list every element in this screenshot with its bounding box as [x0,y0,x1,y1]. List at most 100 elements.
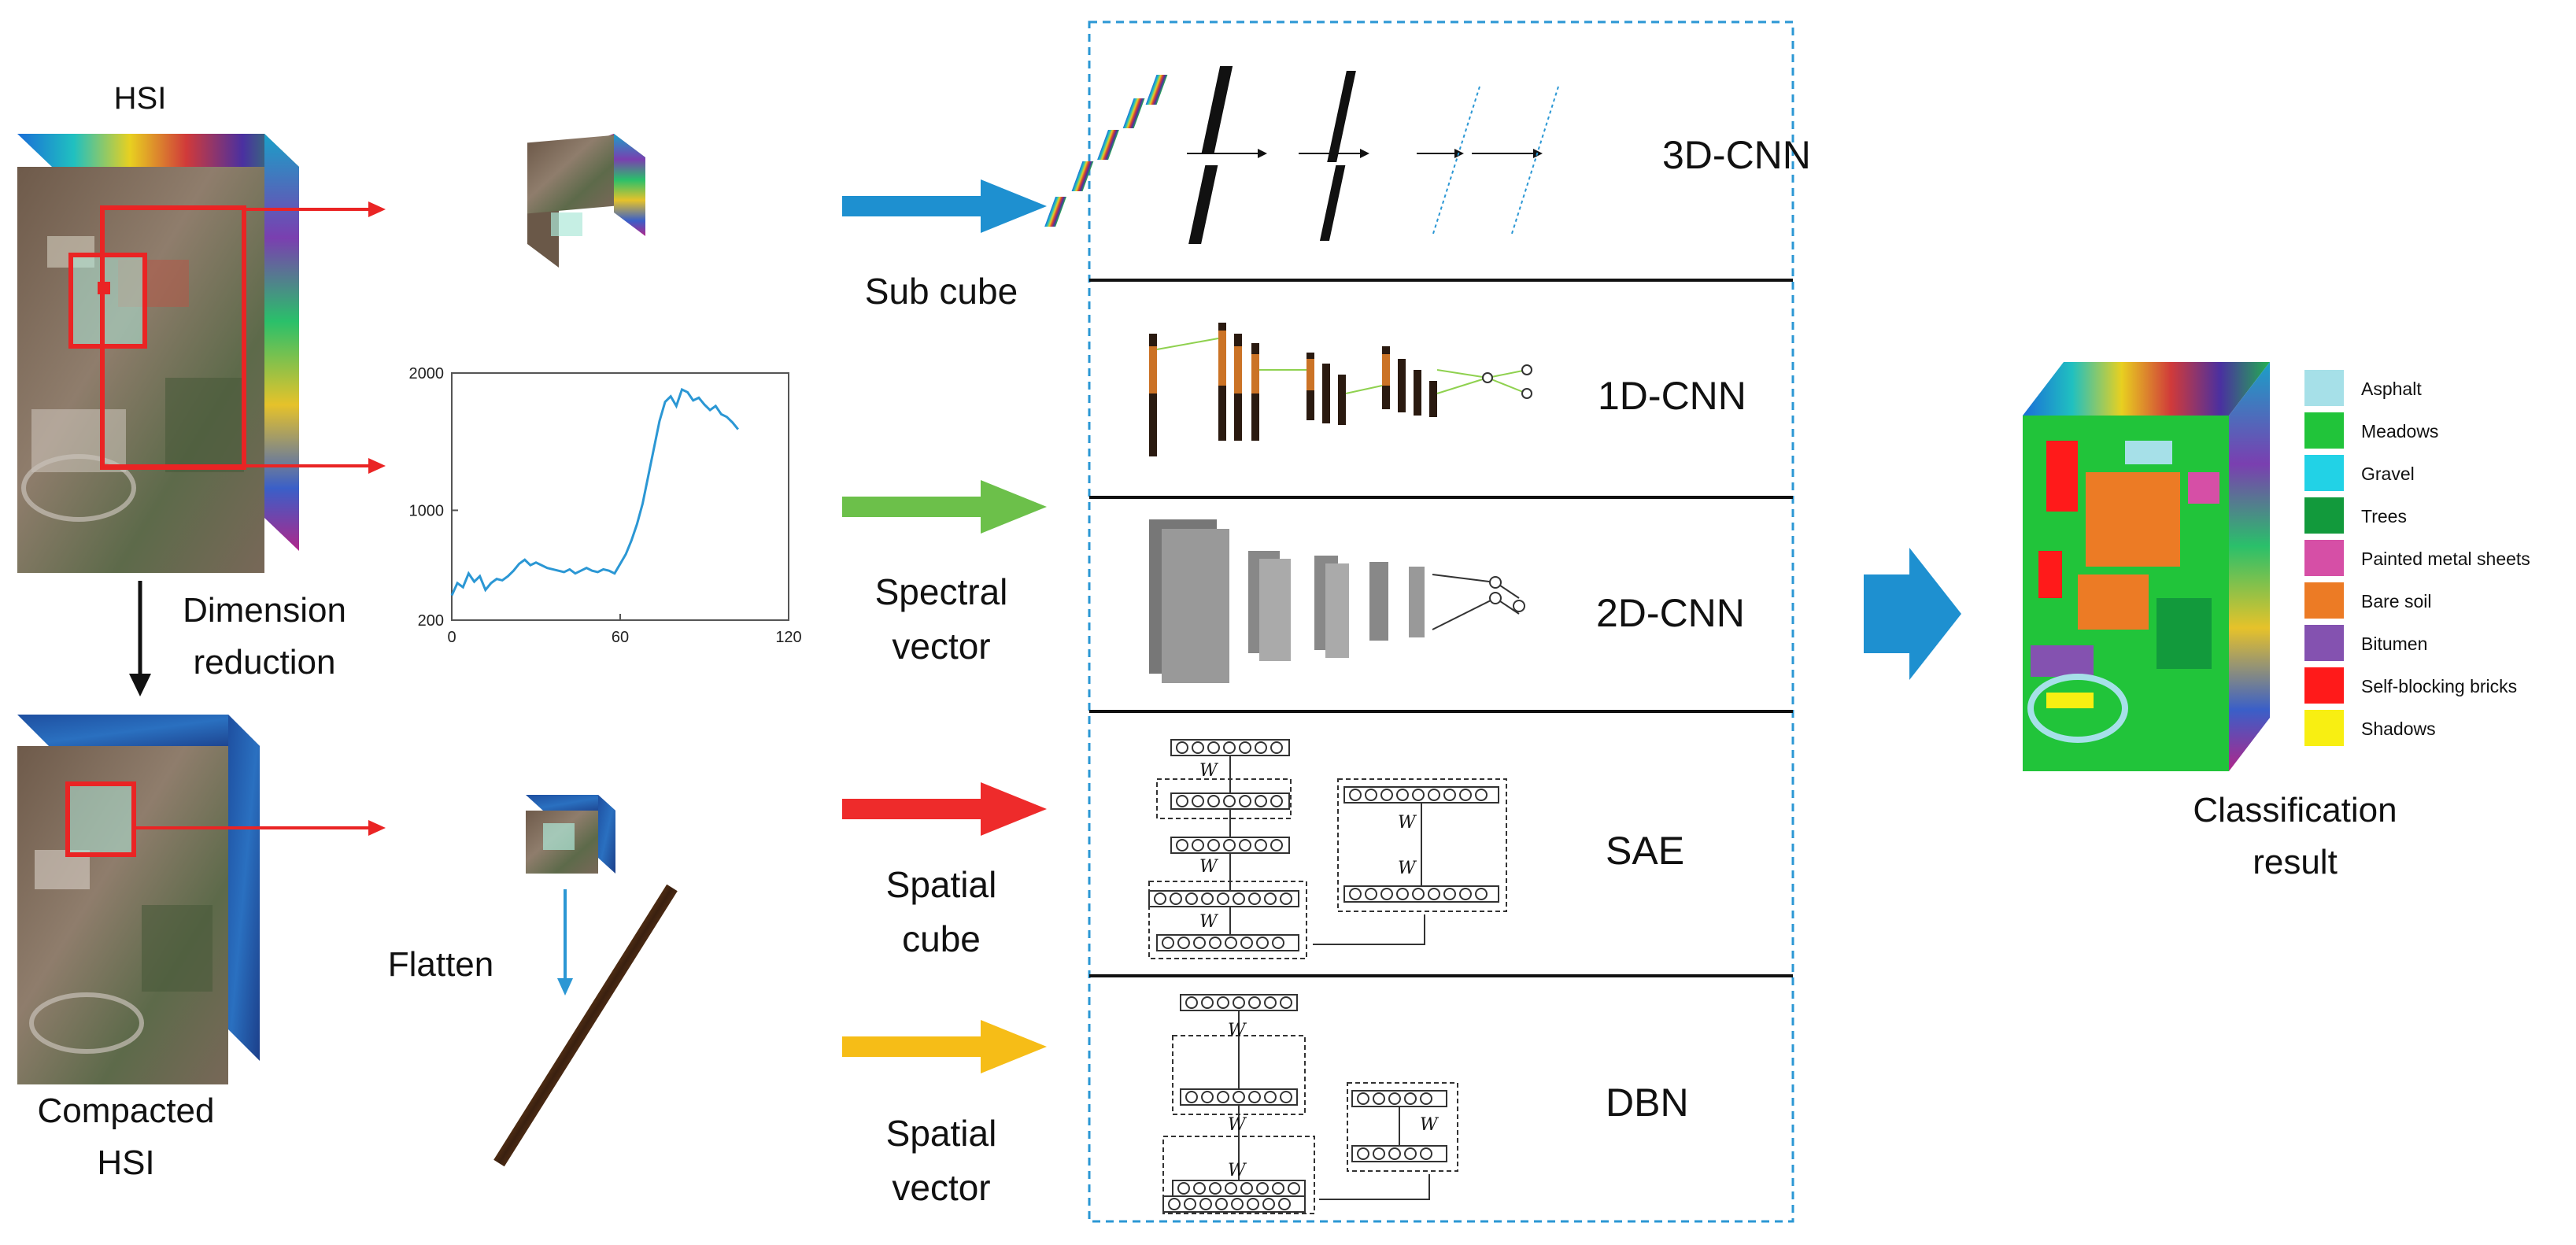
neuron-node [1475,888,1488,900]
neuron-node [1264,996,1277,1009]
2d-cnn-schematic [1149,519,1525,683]
neuron-node [1176,839,1188,852]
classification-result-cube [2023,362,2270,771]
neuron-node [1225,937,1237,949]
legend-label: Trees [2361,506,2407,526]
sae-weight-4: W [1398,813,1417,833]
legend-label: Bitumen [2361,634,2427,654]
flatten-label: Flatten [388,945,494,984]
dbn-weight-4: W [1420,1115,1440,1135]
hsi-cube-top [17,134,299,167]
input-arrow-shaft-2 [842,799,984,819]
neuron-node [1255,741,1267,754]
neuron-node [1215,1198,1228,1210]
legend-swatch-shadows [2304,710,2344,746]
dbn-schematic: W W W W [1162,994,1458,1214]
input-arrow-shaft-3 [842,1036,984,1057]
neuron-node [1185,996,1198,1009]
neuron-node [1239,741,1251,754]
neuron-node [1255,839,1267,852]
hsi-cube-side [264,134,299,551]
neuron-node [1184,1198,1196,1210]
neuron-node [1270,741,1283,754]
input-arrow-head-0 [981,179,1047,233]
neuron-node [1248,1091,1261,1103]
model-label-sae: SAE [1606,829,1684,873]
spatial-vector-stripe [493,884,678,1167]
input-arrow-head-3 [981,1020,1047,1073]
neuron-node [1209,937,1221,949]
neuron-node [1396,789,1409,801]
neuron-node [1272,1182,1284,1195]
neuron-node [1264,892,1277,905]
neuron-node [1349,789,1362,801]
dbn-weight-2: W [1228,1115,1247,1135]
neuron-node [1412,888,1425,900]
y-tick-label: 1000 [409,502,445,519]
neuron-node [1357,1147,1369,1160]
neuron-node [1365,789,1377,801]
sae-weight-5: W [1398,859,1417,878]
legend-swatch-bitumen [2304,625,2344,661]
neuron-node [1201,892,1214,905]
chart-frame [451,372,789,621]
model-label-2d-cnn: 2D-CNN [1596,591,1745,635]
model-dividers [1089,279,1793,977]
legend-label: Painted metal sheets [2361,549,2530,569]
neuron-node [1233,996,1245,1009]
x-tick-label: 60 [612,629,629,646]
neuron-node [1288,1182,1300,1195]
neuron-node [1280,892,1292,905]
neuron-node [1225,1182,1237,1195]
neuron-node [1443,789,1456,801]
legend-label: Meadows [2361,421,2438,441]
neuron-node [1223,795,1236,807]
sae-weight-3: W [1199,912,1219,932]
neuron-node [1192,741,1204,754]
neuron-node [1209,1182,1221,1195]
neuron-node [1154,892,1166,905]
legend-label: Shadows [2361,719,2436,739]
neuron-node [1233,1091,1245,1103]
neuron-node [1162,937,1174,949]
models-box [1088,20,1794,1223]
y-tick-label: 2000 [409,365,445,382]
neuron-node [1239,839,1251,852]
neuron-node [1233,892,1245,905]
neuron-node [1217,892,1229,905]
model-label-dbn: DBN [1606,1081,1689,1125]
classification-arrow [1864,548,1961,680]
hsi-label: HSI [114,81,167,116]
neuron-node [1217,996,1229,1009]
neuron-node [1388,1147,1401,1160]
neuron-node [1256,1182,1269,1195]
input-arrow-shaft-0 [842,196,984,216]
neuron-node [1280,996,1292,1009]
neuron-node [1373,1092,1385,1105]
legend-label: Bare soil [2361,591,2431,611]
neuron-node [1420,1092,1432,1105]
x-tick-label: 0 [447,629,456,646]
neuron-node [1357,1092,1369,1105]
neuron-node [1193,1182,1206,1195]
neuron-node [1428,789,1440,801]
neuron-node [1443,888,1456,900]
neuron-node [1170,892,1182,905]
sae-weight-1: W [1199,761,1219,781]
neuron-node [1404,1092,1417,1105]
dbn-weight-3: W [1228,1161,1247,1180]
neuron-node [1373,1147,1385,1160]
input-arrow-shaft-1 [842,497,984,517]
y-tick-label: 200 [418,612,444,630]
hsi-patch-selection [68,253,147,349]
neuron-node [1256,937,1269,949]
neuron-node [1365,888,1377,900]
neuron-node [1223,741,1236,754]
